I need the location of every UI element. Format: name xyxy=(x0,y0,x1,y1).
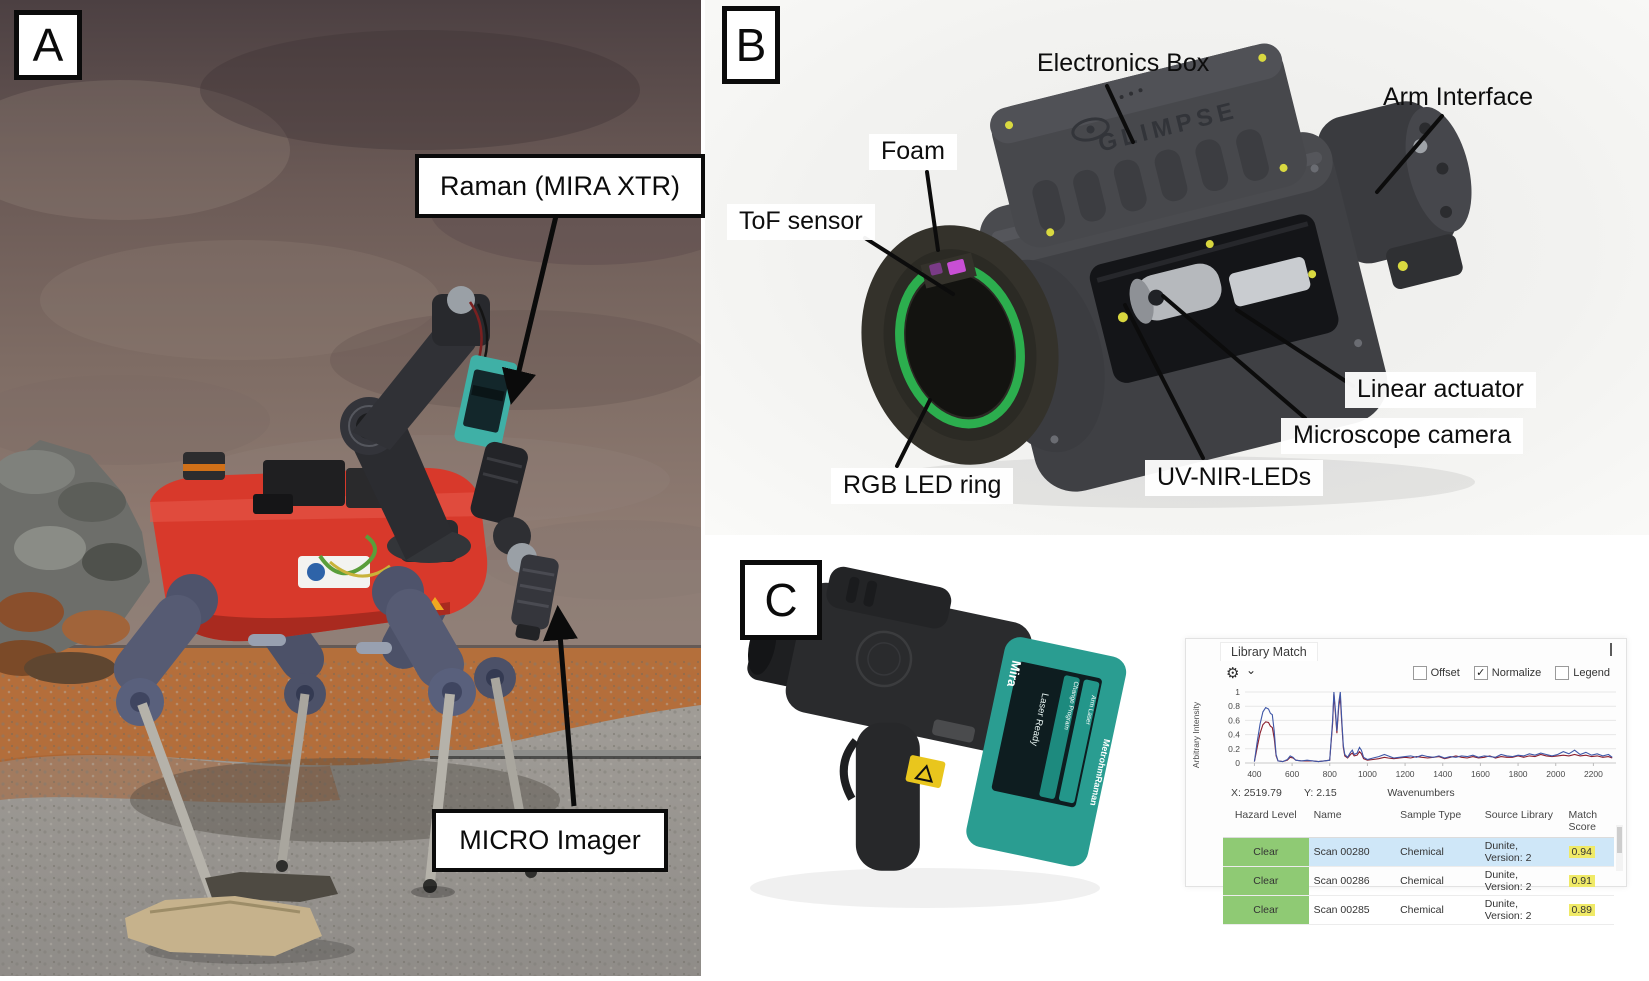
chart-toolbar: ⚙ ⌄ Offset Normalize Legend xyxy=(1186,662,1626,686)
hazard-badge: Clear xyxy=(1223,838,1309,867)
foreground-rocks xyxy=(125,872,355,964)
micro-arrow xyxy=(542,605,578,807)
raman-mira-unit xyxy=(454,355,518,449)
panel-a-letter: A xyxy=(32,19,64,71)
library-match-tab[interactable]: Library Match xyxy=(1220,642,1318,661)
normalize-checkbox[interactable]: Normalize xyxy=(1473,666,1541,680)
match-score-value: 0.91 xyxy=(1568,875,1595,887)
tof-sensor-part xyxy=(947,259,966,275)
linear-actuator-part xyxy=(1228,257,1311,307)
laser-warning-sticker xyxy=(905,755,946,788)
raman-arrow xyxy=(501,215,559,405)
svg-text:1600: 1600 xyxy=(1471,769,1490,779)
match-score-value: 0.89 xyxy=(1568,904,1595,916)
window-edge-mark xyxy=(1610,643,1612,656)
label-tof-sensor: ToF sensor xyxy=(727,204,875,240)
svg-text:2000: 2000 xyxy=(1546,769,1565,779)
svg-text:0.2: 0.2 xyxy=(1228,744,1240,754)
panel-c-tag: C xyxy=(740,560,822,640)
cursor-y-readout: Y: 2.15 xyxy=(1304,787,1337,799)
panel-a-photo: A Raman (MIRA XTR) MICRO Imager xyxy=(0,0,760,976)
hazard-badge: Clear xyxy=(1223,896,1309,925)
match-score-value: 0.94 xyxy=(1568,846,1595,858)
cursor-x-readout: X: 2519.79 xyxy=(1231,787,1282,799)
table-scrollbar[interactable] xyxy=(1616,825,1623,871)
robot-arm xyxy=(340,286,559,641)
mira-handheld-device: Mira Laser Ready Change Program Arm Lase… xyxy=(747,566,1127,908)
mars-testbed-photo xyxy=(0,0,760,976)
panel-c-composite: C xyxy=(705,535,1649,981)
label-uv-nir-leds: UV-NIR-LEDs xyxy=(1145,460,1324,496)
label-linear-actuator: Linear actuator xyxy=(1345,372,1536,408)
label-electronics-box: Electronics Box xyxy=(1037,49,1210,77)
anymal-robot xyxy=(113,286,559,916)
svg-text:0: 0 xyxy=(1235,758,1240,768)
settings-gear-icon[interactable]: ⚙ xyxy=(1226,665,1240,682)
table-row[interactable]: Clear Scan 00285 Chemical Dunite, Versio… xyxy=(1223,896,1614,925)
label-microscope-camera: Microscope camera xyxy=(1281,418,1524,454)
x-axis-title: Wavenumbers xyxy=(1387,787,1455,799)
svg-text:0.4: 0.4 xyxy=(1228,730,1240,740)
svg-text:0.8: 0.8 xyxy=(1228,701,1240,711)
svg-text:1: 1 xyxy=(1235,687,1240,697)
normalize-checkbox-box[interactable] xyxy=(1473,666,1488,680)
glimpse-instrument-render: GLIMPSE xyxy=(861,43,1475,508)
legend-checkbox-box[interactable] xyxy=(1555,666,1570,680)
table-row[interactable]: Clear Scan 00286 Chemical Dunite, Versio… xyxy=(1223,867,1614,896)
panel-b-render: GLIMPSE xyxy=(705,0,1649,535)
chart-status-bar: X: 2519.79 Y: 2.15 Wavenumbers xyxy=(1186,787,1626,802)
svg-text:0.6: 0.6 xyxy=(1228,715,1240,725)
foam-ring-part xyxy=(861,225,1059,465)
leader-lines xyxy=(863,84,1444,468)
chevron-down-icon[interactable]: ⌄ xyxy=(1246,663,1257,677)
microscope-camera-part xyxy=(1135,263,1222,321)
label-foam: Foam xyxy=(869,134,957,170)
offset-checkbox-box[interactable] xyxy=(1412,666,1427,680)
table-scrollbar-thumb[interactable] xyxy=(1617,827,1622,853)
match-table-header: Hazard Level Name Sample Type Source Lib… xyxy=(1223,805,1614,838)
offset-checkbox[interactable]: Offset xyxy=(1412,666,1460,680)
hazard-badge: Clear xyxy=(1223,867,1309,896)
electronics-box-part: GLIMPSE xyxy=(990,43,1307,248)
match-table: Hazard Level Name Sample Type Source Lib… xyxy=(1223,805,1623,925)
svg-text:600: 600 xyxy=(1285,769,1299,779)
panel-a-tag: A xyxy=(14,10,82,80)
svg-text:1800: 1800 xyxy=(1509,769,1528,779)
svg-text:1200: 1200 xyxy=(1396,769,1415,779)
label-arm-interface: Arm Interface xyxy=(1383,83,1534,111)
svg-text:2200: 2200 xyxy=(1584,769,1603,779)
svg-text:1400: 1400 xyxy=(1433,769,1452,779)
rock-pile xyxy=(0,440,150,684)
legend-checkbox[interactable]: Legend xyxy=(1555,666,1610,680)
svg-text:800: 800 xyxy=(1323,769,1337,779)
library-match-window: Library Match ⚙ ⌄ Offset Normalize xyxy=(1185,638,1627,925)
label-rgb-led-ring: RGB LED ring xyxy=(831,468,1014,504)
svg-text:1000: 1000 xyxy=(1358,769,1377,779)
arm-laser-button[interactable] xyxy=(1058,679,1100,804)
micro-imager-callout: MICRO Imager xyxy=(432,809,668,872)
raman-callout: Raman (MIRA XTR) xyxy=(415,154,705,218)
panel-b-tag: B xyxy=(722,6,780,84)
svg-text:Arbitrary Intensity: Arbitrary Intensity xyxy=(1191,701,1201,768)
uv-nir-led xyxy=(1117,312,1128,323)
table-row[interactable]: Clear Scan 00280 Chemical Dunite, Versio… xyxy=(1223,838,1614,867)
change-program-button[interactable] xyxy=(1039,675,1080,800)
svg-text:400: 400 xyxy=(1247,769,1261,779)
device-brand-label: Mira xyxy=(1004,659,1024,689)
